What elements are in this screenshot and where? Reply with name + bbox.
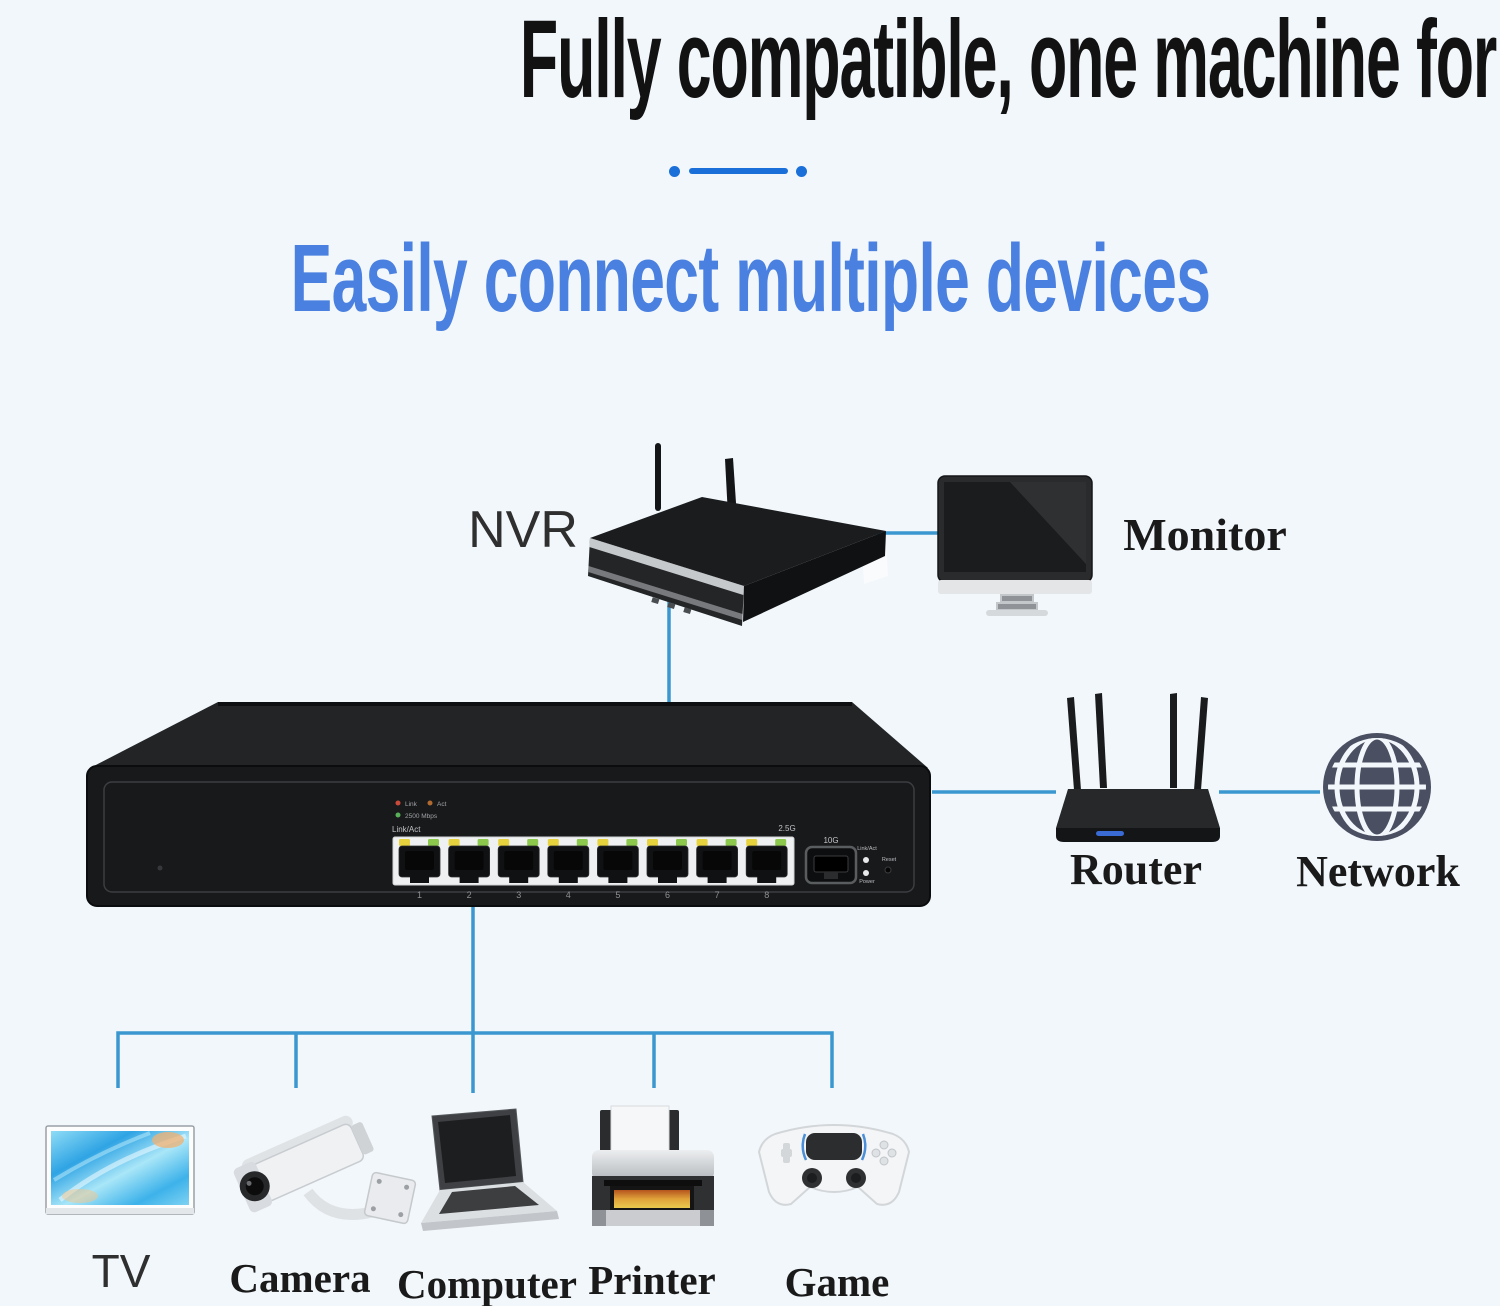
port-number-1: 1 [417,890,422,900]
port-number-6: 6 [665,890,670,900]
tv-label: TV [91,1245,151,1297]
router-label: Router [1070,845,1202,894]
reset-hole [884,866,892,874]
switch-led-legend: Link Act 2500 Mbps [395,800,447,820]
port-numbers: 1 2 3 4 5 6 7 8 [417,890,769,900]
printer-label: Printer [588,1257,716,1303]
power-label: Power [859,879,875,885]
port-number-3: 3 [516,890,521,900]
nvr-icon [588,443,888,626]
router-icon [1056,693,1220,842]
main-heading-text: Fully compatible, one machine for multip… [519,0,1500,121]
port-number-5: 5 [615,890,620,900]
status-linkact-label: Link/Act [857,846,877,852]
divider-dot-left [669,166,680,177]
power-led [863,870,869,876]
sub-heading-text: Easily connect multiple devices [290,225,1210,332]
computer-label: Computer [397,1261,577,1306]
tv-icon [45,1125,195,1215]
legend-link-label: Link [405,801,418,808]
network-switch: Link Act 2500 Mbps Link/Act 1 [86,702,931,907]
main-heading: Fully compatible, one machine for multip… [0,2,1500,118]
linkact-led [863,857,869,863]
legend-speed-label: 2500 Mbps [405,813,438,820]
switch-status-cluster: Link/Act Reset Power [857,846,896,885]
line-tree-trunk [116,1031,834,1088]
port-number-8: 8 [764,890,769,900]
network-label: Network [1296,847,1460,896]
monitor-icon [937,475,1093,616]
network-globe-icon [1323,733,1431,841]
ports-linkact-label: Link/Act [392,825,421,834]
port-number-4: 4 [566,890,571,900]
sfp-speed-label: 10G [823,836,838,845]
monitor-label: Monitor [1123,509,1287,560]
reset-label: Reset [882,857,897,863]
sfp-port-icon: 10G [804,836,858,885]
sub-heading: Easily connect multiple devices [0,226,1500,332]
uplink-speed-label: 2.5G [778,824,795,833]
legend-act-label: Act [437,801,447,808]
port-number-2: 2 [467,890,472,900]
computer-icon [421,1108,559,1231]
divider-dot-right [796,166,807,177]
game-label: Game [784,1259,890,1305]
printer-icon [592,1105,714,1226]
game-controller-icon [757,1124,911,1206]
nvr-label: NVR [468,501,578,559]
divider-bar [689,168,788,174]
port-number-7: 7 [715,890,720,900]
camera-icon [233,1115,417,1225]
camera-label: Camera [229,1255,371,1301]
